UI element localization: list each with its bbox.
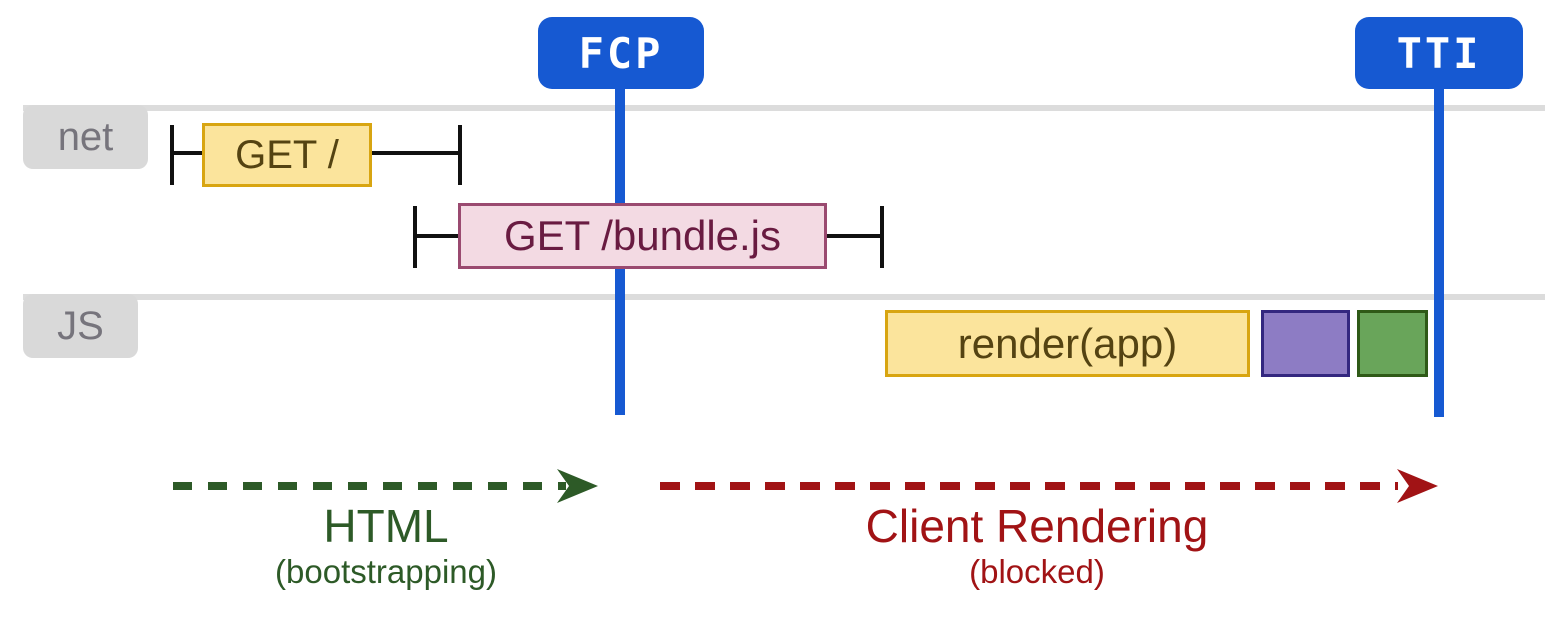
html-phase-label-group: HTML (bootstrapping)	[186, 500, 586, 592]
get-bundle-request-box: GET /bundle.js	[458, 203, 827, 269]
get-bundle-left-whisker-line	[417, 234, 458, 238]
tti-badge: TTI	[1355, 17, 1523, 89]
js-task-purple-box	[1261, 310, 1350, 377]
get-bundle-left-whisker-cap	[413, 206, 417, 268]
html-phase-label: HTML	[323, 500, 449, 552]
fcp-badge: FCP	[538, 17, 704, 89]
client-rendering-phase-sublabel: (blocked)	[969, 553, 1105, 590]
get-root-left-whisker-line	[174, 151, 202, 155]
js-task-green-box	[1357, 310, 1428, 377]
get-root-right-whisker-cap	[458, 125, 462, 185]
html-phase-sublabel: (bootstrapping)	[275, 553, 497, 590]
js-lane-rail	[23, 294, 1545, 300]
lane-label-net: net	[23, 105, 148, 169]
client-rendering-phase-label: Client Rendering	[865, 500, 1209, 552]
tti-marker-line	[1434, 88, 1444, 417]
get-root-right-whisker-line	[372, 151, 458, 155]
client-rendering-phase-arrowhead	[1397, 469, 1438, 503]
net-lane-rail	[23, 105, 1545, 111]
lane-label-js: JS	[23, 294, 138, 358]
get-root-request-box: GET /	[202, 123, 372, 187]
get-bundle-right-whisker-line	[827, 234, 880, 238]
client-rendering-phase-label-group: Client Rendering (blocked)	[837, 500, 1237, 592]
get-bundle-right-whisker-cap	[880, 206, 884, 268]
render-app-task-box: render(app)	[885, 310, 1250, 377]
get-root-left-whisker-cap	[170, 125, 174, 185]
html-phase-arrowhead	[557, 469, 598, 503]
